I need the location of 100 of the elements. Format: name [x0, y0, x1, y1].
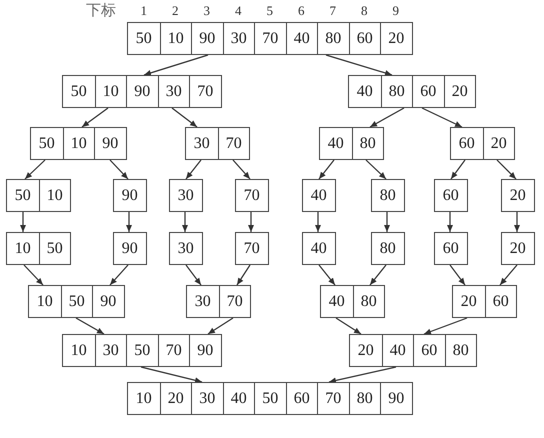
array-cell: 70: [317, 383, 348, 414]
array-cell: 80: [352, 286, 384, 317]
arrow: [447, 212, 453, 232]
array-box: [186, 285, 251, 318]
arrow: [236, 264, 250, 286]
array-box: [434, 232, 468, 265]
array-box: [371, 179, 404, 212]
array-box: [28, 285, 124, 318]
arrow: [76, 317, 104, 335]
arrow: [110, 160, 128, 180]
array-cell-text: 50: [38, 134, 56, 154]
array-box: [501, 179, 534, 212]
array-cell: 80: [352, 128, 383, 159]
index-number: 1: [140, 3, 147, 19]
array-cell: 70: [218, 286, 250, 317]
array-cell-text: 40: [310, 238, 328, 258]
arrow: [496, 160, 516, 180]
array-cell: 90: [94, 128, 126, 159]
array-cell-text: 70: [242, 186, 261, 206]
array-cell: 30: [94, 335, 126, 366]
arrow: [186, 160, 202, 180]
array-cell: 50: [126, 335, 158, 366]
arrow: [208, 318, 234, 334]
array-cell: 30: [158, 76, 189, 107]
array-cell: 40: [382, 335, 413, 366]
index-number: 6: [298, 3, 304, 19]
array-cell-text: 30: [176, 186, 195, 206]
array-cell: 50: [38, 233, 70, 264]
array-box: [169, 232, 202, 265]
array-box: [434, 179, 468, 212]
array-cell-text: 40: [356, 82, 374, 102]
array-cell: 60: [412, 76, 444, 107]
array-box: [127, 382, 412, 415]
array-cell: 90: [92, 286, 124, 317]
array-cell-text: 60: [442, 238, 460, 258]
array-box: [320, 285, 385, 318]
array-cell-text: 20: [508, 238, 527, 258]
arrow: [450, 264, 466, 286]
arrow: [110, 264, 128, 286]
arrow: [20, 212, 26, 232]
array-cell: 80: [348, 383, 380, 414]
arrow: [424, 317, 468, 335]
array-box: [6, 179, 71, 212]
arrow: [186, 264, 202, 286]
array-cell: 20: [160, 383, 191, 414]
array-cell: 20: [380, 23, 412, 54]
arrow: [336, 318, 362, 334]
array-cell: 70: [158, 335, 189, 366]
index-number: 7: [330, 3, 336, 19]
array-box: [450, 127, 515, 160]
array-cell: 90: [189, 335, 220, 366]
array-cell: 80: [444, 335, 476, 366]
index-number: 5: [266, 3, 273, 19]
array-cell: 50: [60, 286, 92, 317]
arrow: [514, 212, 520, 232]
arrow: [366, 160, 386, 180]
array-box: [302, 232, 336, 265]
array-cell: 80: [317, 23, 348, 54]
array-box: [235, 179, 268, 212]
arrow: [450, 160, 466, 180]
arrow: [318, 264, 336, 286]
array-box: [6, 232, 71, 265]
array-cell-text: 70: [242, 238, 261, 258]
arrow: [172, 108, 198, 128]
array-cell: 70: [218, 128, 249, 159]
arrow: [248, 212, 254, 232]
array-cell: 30: [191, 383, 222, 414]
array-cell-text: 50: [70, 82, 88, 102]
array-cell: 10: [94, 76, 126, 107]
arrow: [24, 264, 44, 286]
arrow: [326, 54, 392, 76]
array-cell-text: 30: [192, 134, 211, 154]
array-box: [62, 334, 222, 367]
array-box: [113, 232, 146, 265]
array-cell: 60: [484, 286, 516, 317]
index-number: 8: [361, 3, 368, 19]
array-cell-text: 90: [120, 238, 139, 258]
array-box: [235, 232, 268, 265]
arrow: [328, 366, 396, 384]
arrow: [144, 54, 208, 76]
array-cell: 10: [160, 23, 191, 54]
array-box: [319, 127, 384, 160]
arrow: [82, 108, 108, 128]
array-cell-text: 30: [176, 238, 195, 258]
array-box: [349, 334, 477, 367]
arrow: [500, 264, 518, 286]
array-box: [452, 285, 517, 318]
array-cell-text: 60: [458, 134, 476, 154]
arrow: [126, 212, 132, 232]
arrow: [24, 160, 46, 180]
array-box: [185, 127, 250, 160]
array-box: [302, 179, 336, 212]
array-box: [371, 232, 404, 265]
array-cell: 40: [286, 23, 317, 54]
array-cell-text: 10: [134, 388, 153, 408]
array-cell: 20: [444, 76, 475, 107]
arrow: [318, 160, 334, 180]
array-cell: 50: [254, 383, 286, 414]
arrow: [370, 107, 404, 128]
array-cell: 20: [482, 128, 514, 159]
